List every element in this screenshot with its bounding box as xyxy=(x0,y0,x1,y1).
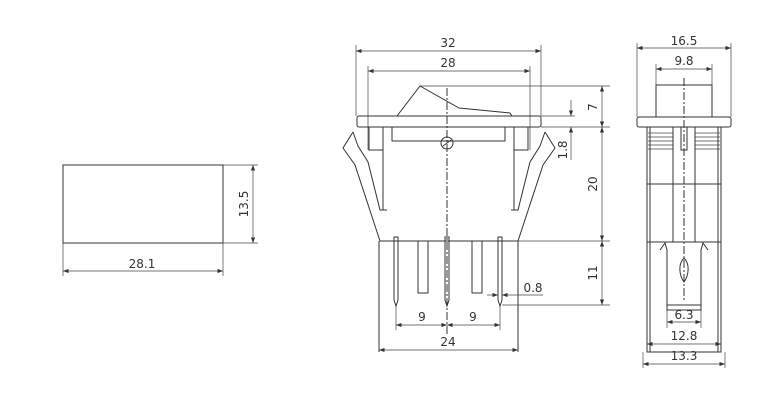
cutout-view: 28.1 13.5 xyxy=(62,164,258,276)
pin-pitch-right-label: 9 xyxy=(469,310,477,324)
pin-pitch-left-label: 9 xyxy=(418,310,426,324)
flange-width-label: 16.5 xyxy=(671,34,698,48)
pins xyxy=(393,236,503,308)
flange-thickness-label: 1.8 xyxy=(556,140,570,159)
side-view: 16.5 9.8 6.3 12.8 xyxy=(636,34,732,368)
pin-length-label: 11 xyxy=(586,265,600,280)
rocker-actuator xyxy=(396,85,513,117)
rocker-width-label: 9.8 xyxy=(674,54,693,68)
clip-width-label: 6.3 xyxy=(674,308,693,322)
cutout-rectangle xyxy=(62,164,224,244)
body-height-label: 20 xyxy=(586,176,600,191)
pin-thickness-label: 0.8 xyxy=(523,281,542,295)
cutout-width-label: 28.1 xyxy=(129,257,156,271)
body-width-label: 12.8 xyxy=(671,329,698,343)
front-view: 32 28 xyxy=(342,36,610,353)
body-outer-width-label: 13.3 xyxy=(671,349,698,363)
rocker-height-label: 7 xyxy=(586,103,600,111)
body-bottom-width-label: 24 xyxy=(440,335,455,349)
overall-width-label: 32 xyxy=(440,36,455,50)
cutout-height-label: 13.5 xyxy=(237,191,251,218)
flange-inner-width-label: 28 xyxy=(440,56,455,70)
flange xyxy=(356,115,542,128)
